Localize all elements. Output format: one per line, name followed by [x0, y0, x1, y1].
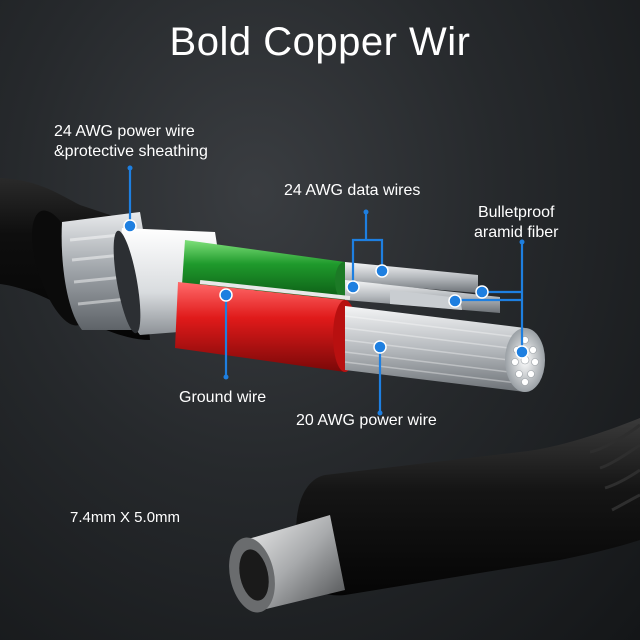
callout-endpoints [127, 165, 525, 416]
label-aramid-fiber: Bulletproof aramid fiber [474, 203, 558, 243]
callout-lines [128, 168, 524, 412]
stranded-power-conductor [344, 306, 545, 392]
label-data-wires: 24 AWG data wires [284, 182, 421, 199]
label-line: Bulletproof [477, 204, 555, 221]
page-title: Bold Copper Wir [169, 20, 471, 64]
label-plug-size: 7.4mm X 5.0mm [70, 509, 181, 526]
label-line: aramid fiber [474, 224, 559, 241]
callout-dots [123, 219, 529, 359]
label-line: &protective sheathing [54, 143, 208, 160]
label-line: 24 AWG power wire [54, 123, 195, 140]
label-ground-wire: Ground wire [179, 389, 267, 406]
dc-plug [229, 418, 640, 613]
label-power-wire-20awg: 20 AWG power wire [296, 412, 437, 429]
label-power-wire-24awg: 24 AWG power wire &protective sheathing [54, 122, 208, 162]
